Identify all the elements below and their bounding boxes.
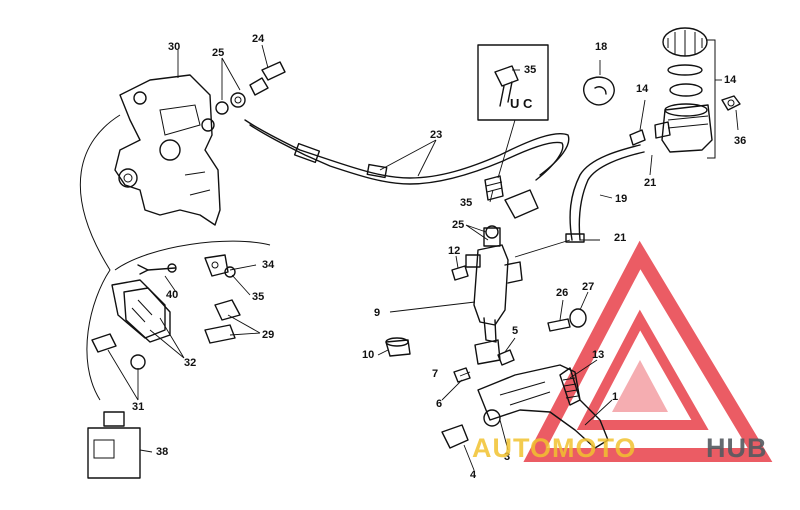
callout-7: 7: [432, 368, 438, 380]
callout-28: 30: [168, 41, 180, 53]
banjo-bolt-lower: [484, 175, 504, 201]
hose-clip: [583, 76, 615, 106]
callout-13: 13: [592, 349, 604, 361]
callout-6: 6: [436, 398, 442, 410]
callout-26: 26: [556, 287, 568, 299]
callout-4: 4: [470, 469, 477, 481]
callout-34: 35: [252, 291, 264, 303]
detail-inset: U C: [477, 44, 549, 121]
leader-lines: [107, 44, 739, 471]
brake-hose: [244, 119, 570, 219]
callout-35-inset: 35: [524, 64, 536, 76]
callout-9: 9: [374, 307, 380, 319]
callout-40: 40: [166, 289, 178, 301]
brake-caliper: [114, 74, 221, 226]
brake-pads: [111, 279, 171, 343]
callout-24: 24: [252, 33, 265, 45]
callout-35: 35: [460, 197, 472, 209]
callout-19: 18: [595, 41, 607, 53]
brake-lever: [441, 364, 609, 449]
callout-20: 19: [615, 193, 627, 205]
callout-10: 10: [362, 349, 374, 361]
callout-36: 36: [734, 135, 746, 147]
callout-14: 14: [724, 74, 737, 86]
callout-31: 32: [184, 357, 196, 369]
callout-25-top: 25: [212, 47, 224, 59]
watermark-brand-left: AUTOMOTO: [472, 433, 637, 463]
callout-3: 3: [504, 451, 510, 463]
callout-21-lower: 21: [614, 232, 626, 244]
callout-30: 31: [132, 401, 144, 413]
callout-1: 1: [612, 391, 618, 403]
callout-12: 12: [448, 245, 460, 257]
watermark-text: AUTOMOTO HUB: [472, 433, 768, 463]
inset-label: U C: [510, 96, 533, 111]
callout-5: 5: [512, 325, 518, 337]
callout-labels: 30 25 24 23 35 35 25 12 9 18 14 14 36 19…: [132, 33, 746, 481]
callout-29: 29: [262, 329, 274, 341]
callout-23: 23: [430, 129, 442, 141]
callout-25: 25: [452, 219, 464, 231]
callout-32: 34: [262, 259, 275, 271]
callout-21-upper: 21: [644, 177, 656, 189]
callout-38: 38: [156, 446, 168, 458]
callout-18: 14: [636, 83, 649, 95]
master-cylinder: [465, 225, 523, 365]
fluid-bottle: [87, 411, 141, 479]
watermark-logo: [523, 240, 773, 462]
callout-27: 27: [582, 281, 594, 293]
fluid-reservoir: [654, 27, 713, 153]
banjo-bolt-upper: [215, 61, 286, 115]
watermark-brand-right: HUB: [706, 433, 768, 463]
